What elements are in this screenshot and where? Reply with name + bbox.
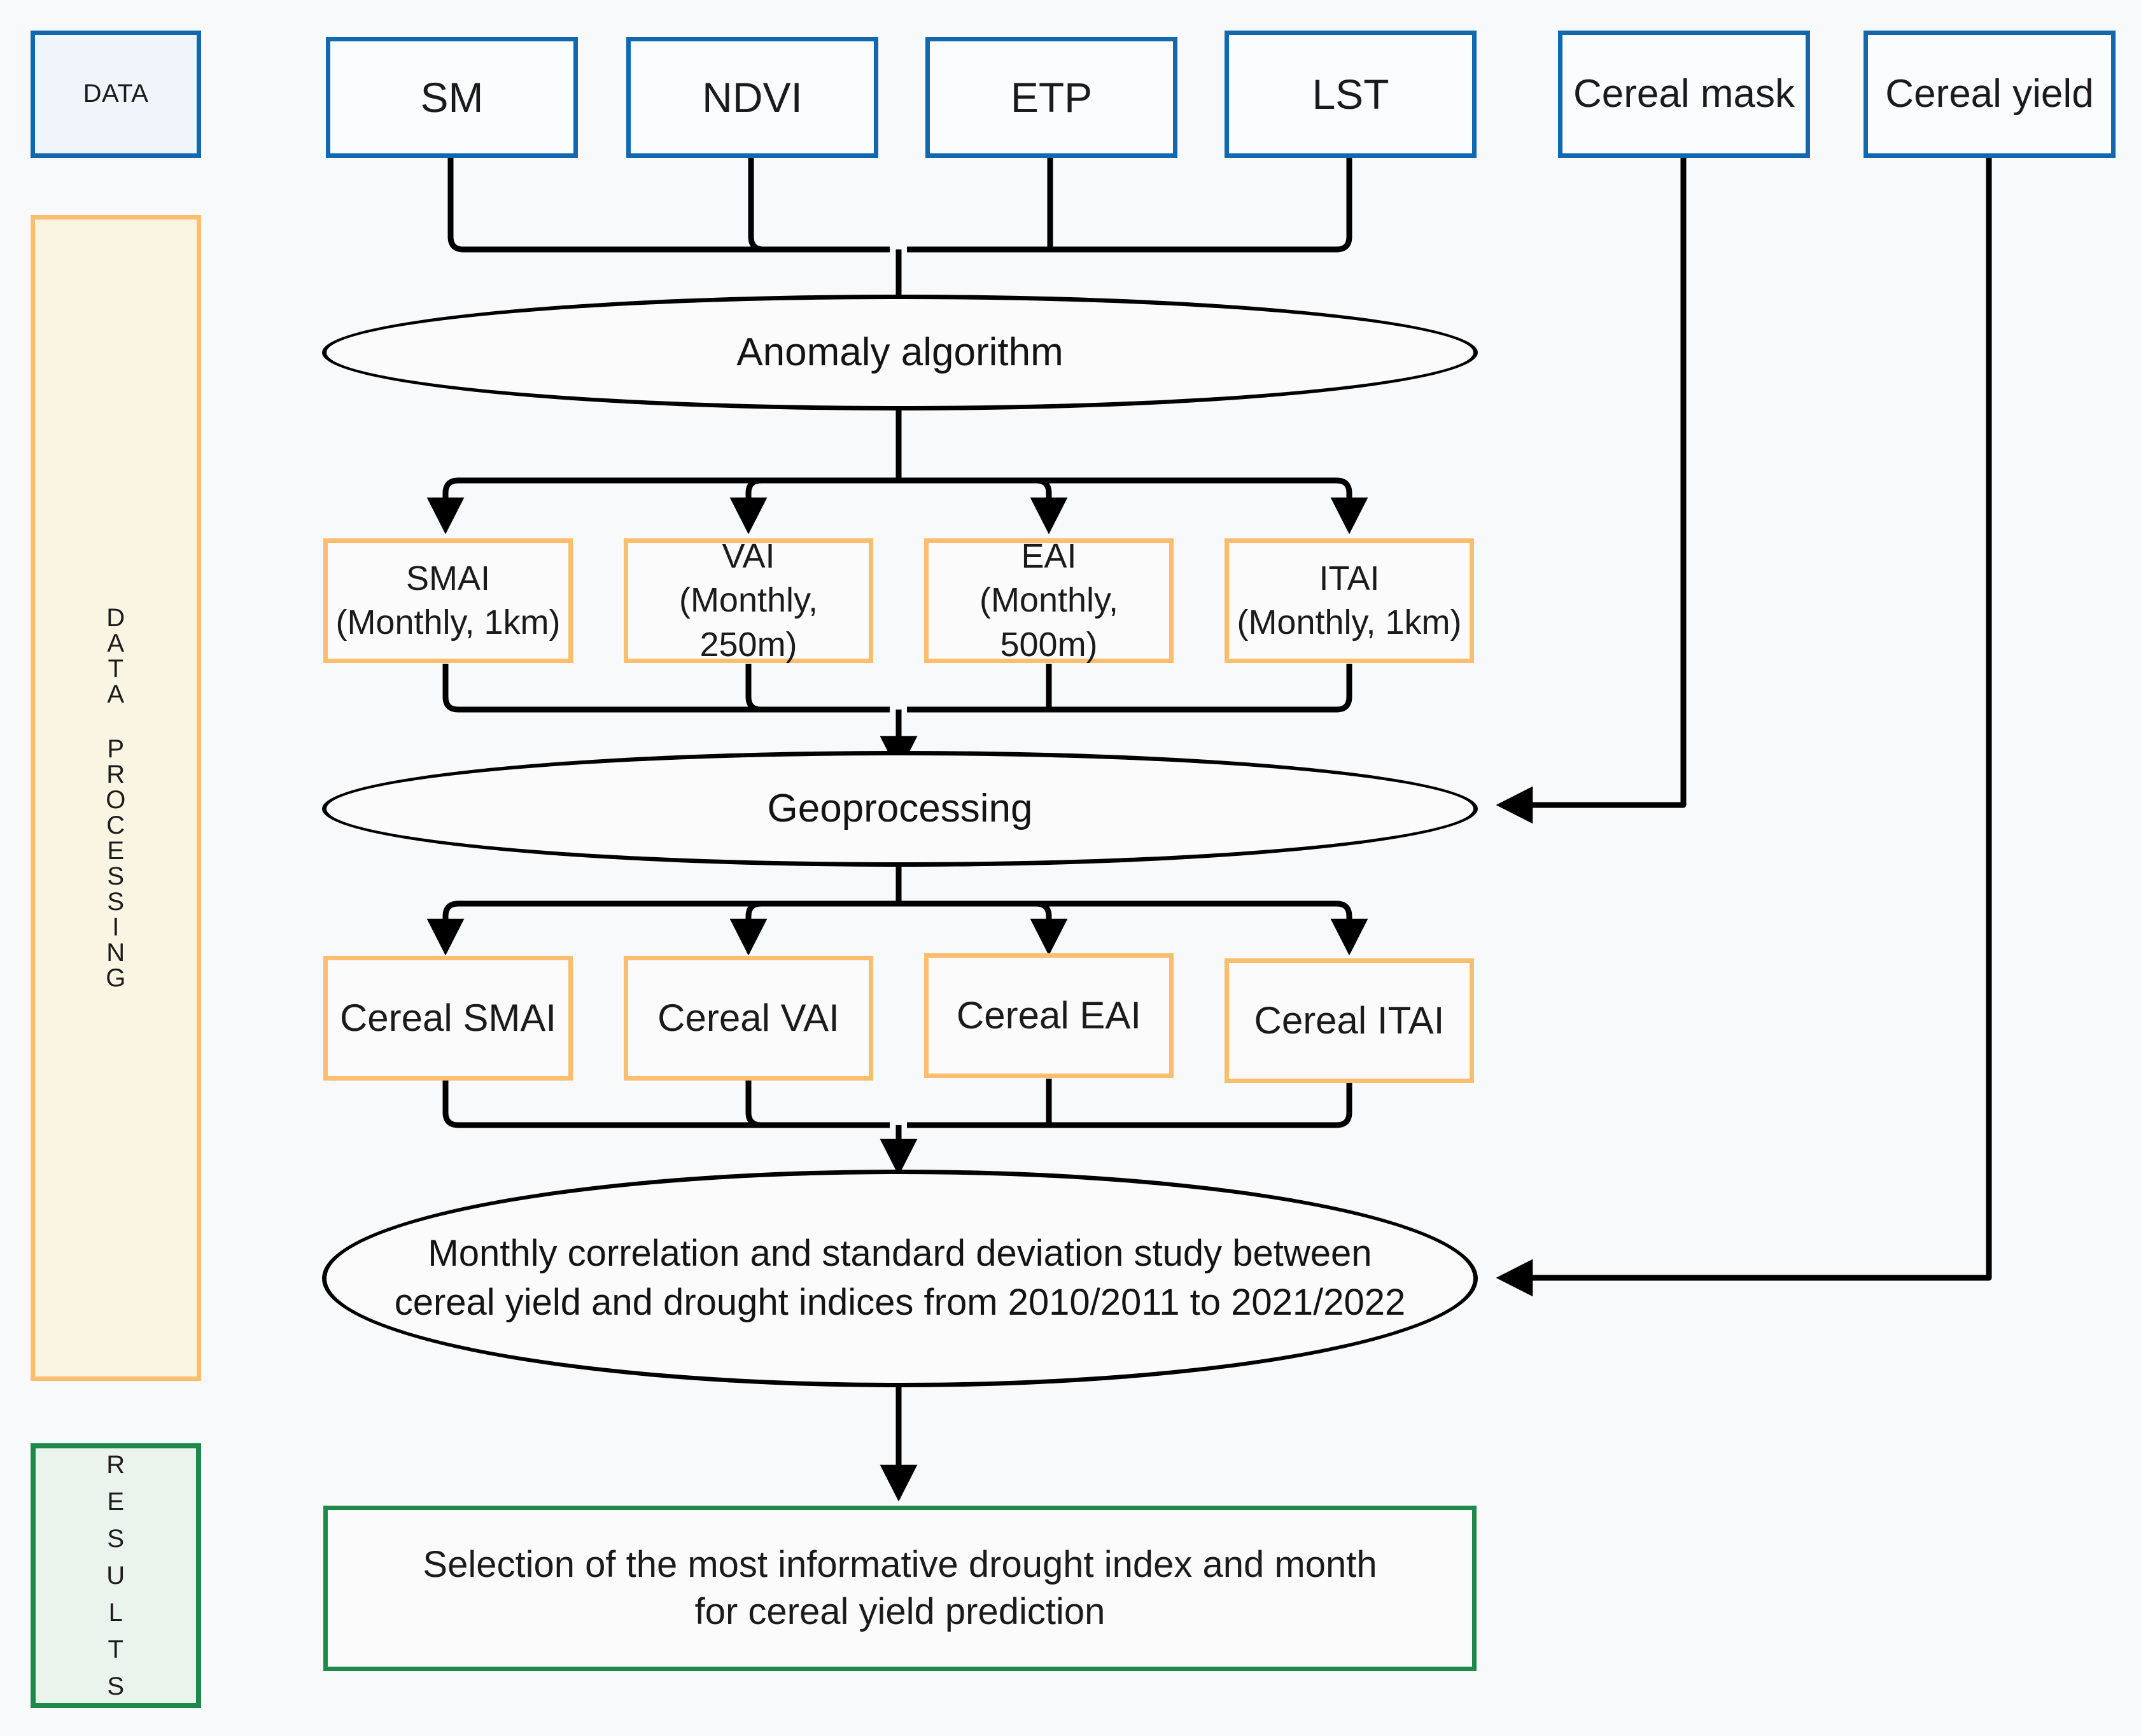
legend-results-char-2: S	[107, 1525, 125, 1553]
legend-data-box: DATA	[31, 31, 201, 158]
input-box-cereal-yield[interactable]: Cereal yield	[1864, 31, 2116, 158]
index-box-itai-detail: (Monthly, 1km)	[1237, 603, 1462, 641]
legend-proc-char-12: I	[112, 913, 120, 941]
legend-proc-char-3: A	[107, 680, 125, 708]
legend-proc-char-7: O	[106, 786, 126, 814]
index-box-eai[interactable]: EAI (Monthly, 500m)	[924, 537, 1174, 664]
process-correlation-study[interactable]: Monthly correlation and standard deviati…	[322, 1170, 1478, 1387]
index-box-smai-detail: (Monthly, 1km)	[335, 603, 561, 641]
input-box-etp-label: ETP	[1010, 73, 1093, 121]
legend-data-processing-band: D A T A P R O C E S S I N G	[31, 215, 201, 1381]
index-box-vai[interactable]: VAI (Monthly, 250m)	[624, 537, 873, 664]
input-box-cereal-yield-label: Cereal yield	[1885, 72, 2094, 116]
cereal-index-box-vai[interactable]: Cereal VAI	[624, 956, 873, 1081]
legend-results-char-3: U	[106, 1562, 125, 1590]
cereal-index-box-smai-label: Cereal SMAI	[339, 996, 557, 1039]
results-box-line1: Selection of the most informative drough…	[423, 1543, 1377, 1585]
legend-proc-char-13: N	[106, 939, 125, 967]
index-box-itai[interactable]: ITAI (Monthly, 1km)	[1225, 538, 1474, 663]
cereal-index-box-itai[interactable]: Cereal ITAI	[1225, 958, 1474, 1083]
legend-data-label: DATA	[83, 80, 149, 108]
legend-results-char-4: L	[108, 1599, 123, 1627]
process-correlation-study-line1: Monthly correlation and standard deviati…	[428, 1233, 1372, 1275]
cereal-index-box-vai-label: Cereal VAI	[657, 996, 839, 1039]
results-box-line2: for cereal yield prediction	[694, 1591, 1106, 1632]
index-box-smai[interactable]: SMAI (Monthly, 1km)	[323, 538, 573, 663]
legend-results-char-0: R	[106, 1451, 125, 1479]
input-box-sm-label: SM	[420, 73, 484, 121]
legend-proc-char-8: C	[106, 811, 125, 839]
index-box-eai-name: EAI	[1021, 537, 1077, 576]
legend-results-char-6: S	[107, 1672, 125, 1700]
input-box-lst[interactable]: LST	[1225, 31, 1477, 158]
legend-results-band: R E S U L T S	[31, 1443, 201, 1708]
input-box-ndvi[interactable]: NDVI	[626, 37, 878, 158]
input-box-cereal-mask-label: Cereal mask	[1573, 72, 1795, 116]
input-box-etp[interactable]: ETP	[925, 37, 1177, 158]
results-box-selection[interactable]: Selection of the most informative drough…	[323, 1506, 1477, 1671]
legend-results-label: R E S U L T S	[36, 1448, 196, 1703]
legend-data-processing-label: D A T A P R O C E S S I N G	[35, 220, 197, 1376]
process-geoprocessing[interactable]: Geoprocessing	[322, 751, 1478, 867]
index-box-vai-detail: (Monthly, 250m)	[678, 581, 818, 664]
index-box-itai-name: ITAI	[1319, 559, 1380, 598]
input-box-cereal-mask[interactable]: Cereal mask	[1558, 31, 1810, 158]
legend-proc-char-6: R	[106, 760, 125, 788]
legend-proc-char-9: E	[107, 837, 125, 865]
input-box-sm[interactable]: SM	[326, 37, 578, 158]
legend-results-char-1: E	[107, 1488, 125, 1516]
process-anomaly-algorithm[interactable]: Anomaly algorithm	[322, 295, 1478, 410]
legend-proc-char-11: S	[107, 888, 125, 916]
cereal-index-box-smai[interactable]: Cereal SMAI	[323, 956, 573, 1081]
cereal-index-box-itai-label: Cereal ITAI	[1254, 998, 1445, 1042]
index-box-smai-name: SMAI	[405, 559, 491, 598]
legend-proc-char-1: A	[107, 629, 125, 657]
process-geoprocessing-label: Geoprocessing	[767, 787, 1033, 831]
cereal-index-box-eai-label: Cereal EAI	[956, 993, 1142, 1037]
input-box-lst-label: LST	[1312, 70, 1389, 118]
input-box-ndvi-label: NDVI	[702, 73, 803, 121]
index-box-vai-name: VAI	[722, 537, 775, 576]
process-anomaly-algorithm-label: Anomaly algorithm	[736, 330, 1063, 375]
index-box-eai-detail: (Monthly, 500m)	[979, 581, 1119, 664]
cereal-index-box-eai[interactable]: Cereal EAI	[924, 953, 1174, 1078]
legend-results-char-5: T	[108, 1635, 124, 1663]
process-correlation-study-line2: cereal yield and drought indices from 20…	[394, 1282, 1406, 1323]
legend-proc-char-14: G	[106, 964, 126, 992]
legend-proc-char-2: T	[108, 655, 124, 683]
legend-proc-char-0: D	[106, 604, 125, 632]
legend-proc-char-5: P	[107, 735, 125, 763]
legend-proc-char-10: S	[107, 862, 125, 890]
